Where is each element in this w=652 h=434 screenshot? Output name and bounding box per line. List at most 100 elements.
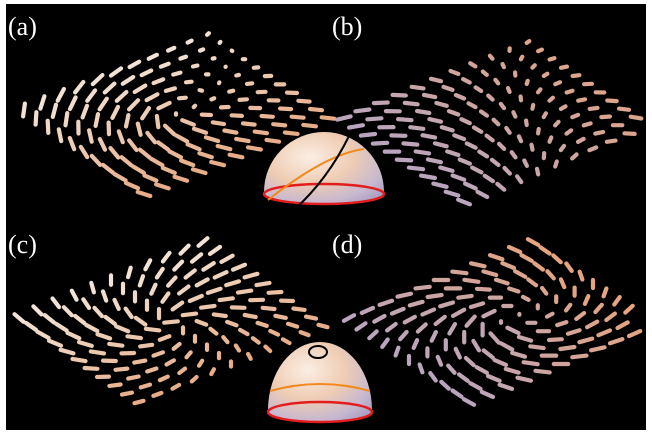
rod bbox=[72, 79, 86, 95]
rod bbox=[138, 382, 153, 390]
rod bbox=[235, 288, 254, 295]
rod bbox=[102, 81, 117, 95]
rod bbox=[82, 365, 100, 371]
rod bbox=[439, 379, 451, 391]
black-small-loop bbox=[308, 345, 328, 359]
rod bbox=[446, 108, 461, 117]
rod bbox=[151, 390, 164, 398]
rod bbox=[570, 73, 582, 79]
rod bbox=[604, 311, 618, 323]
rod bbox=[63, 110, 70, 128]
rod bbox=[497, 141, 507, 151]
rod bbox=[453, 92, 467, 101]
rod bbox=[151, 350, 165, 358]
rod bbox=[385, 321, 398, 333]
rod bbox=[88, 349, 107, 356]
rod bbox=[431, 181, 449, 189]
rod bbox=[142, 173, 159, 183]
rod bbox=[628, 114, 644, 121]
rod bbox=[179, 158, 196, 168]
rod bbox=[558, 277, 567, 290]
rod bbox=[97, 137, 108, 152]
rod bbox=[211, 312, 228, 319]
rod bbox=[493, 77, 501, 86]
rod bbox=[481, 308, 497, 319]
rod bbox=[574, 311, 587, 321]
rod bbox=[209, 367, 216, 377]
rod bbox=[626, 329, 643, 339]
panel-label-b: (b) bbox=[332, 12, 363, 41]
rod bbox=[398, 329, 409, 342]
rod bbox=[162, 319, 180, 325]
rod bbox=[234, 72, 241, 78]
rod bbox=[526, 277, 539, 288]
rod bbox=[453, 346, 462, 360]
rod bbox=[521, 360, 540, 367]
rod bbox=[120, 74, 136, 86]
rod bbox=[480, 69, 489, 78]
rod bbox=[445, 149, 461, 158]
rod bbox=[296, 98, 312, 104]
rod bbox=[55, 86, 67, 103]
rod bbox=[197, 151, 214, 160]
rod bbox=[157, 334, 172, 342]
rod bbox=[97, 96, 109, 112]
rod bbox=[84, 322, 100, 334]
rod bbox=[470, 165, 484, 175]
order-sphere-top bbox=[262, 132, 386, 211]
rod bbox=[450, 269, 469, 276]
panel-label-a: (a) bbox=[8, 12, 37, 41]
rod bbox=[464, 314, 477, 328]
rod bbox=[316, 322, 330, 330]
rod bbox=[78, 144, 90, 160]
panel-c-rods bbox=[12, 236, 330, 406]
rod bbox=[86, 128, 94, 144]
rod bbox=[510, 350, 528, 359]
rod bbox=[225, 319, 239, 328]
rod bbox=[425, 157, 443, 165]
rod bbox=[498, 341, 515, 352]
rod bbox=[298, 330, 311, 338]
rod bbox=[210, 120, 227, 127]
rod bbox=[468, 61, 478, 69]
rod bbox=[495, 181, 507, 192]
rod bbox=[207, 244, 223, 256]
panel-b-rods bbox=[335, 38, 644, 207]
rod bbox=[515, 375, 534, 383]
rod bbox=[335, 114, 353, 122]
rod bbox=[468, 301, 486, 310]
rod bbox=[505, 85, 512, 95]
rod bbox=[520, 294, 531, 302]
rod bbox=[482, 173, 495, 184]
rod bbox=[238, 327, 250, 337]
rod bbox=[160, 165, 177, 175]
rod bbox=[229, 113, 244, 119]
rod bbox=[116, 129, 125, 145]
rod bbox=[547, 95, 556, 103]
rod bbox=[187, 293, 204, 303]
rod bbox=[541, 71, 550, 79]
rod bbox=[481, 348, 495, 360]
rod bbox=[558, 344, 577, 352]
rod bbox=[462, 277, 481, 284]
rod bbox=[450, 173, 467, 182]
rod bbox=[593, 129, 606, 136]
rod bbox=[464, 141, 478, 150]
rod bbox=[114, 89, 129, 103]
rod bbox=[125, 334, 143, 341]
rod bbox=[457, 372, 470, 383]
rod bbox=[170, 300, 185, 312]
rod bbox=[107, 341, 125, 348]
rod bbox=[171, 70, 183, 77]
rod bbox=[570, 353, 589, 360]
rod bbox=[244, 81, 255, 87]
rod bbox=[132, 398, 146, 406]
rod bbox=[547, 55, 557, 62]
rod bbox=[137, 147, 152, 160]
rod bbox=[459, 117, 472, 126]
rod bbox=[21, 101, 27, 119]
rod bbox=[178, 243, 191, 256]
rod bbox=[535, 47, 545, 54]
rod bbox=[250, 336, 261, 345]
rod bbox=[447, 322, 458, 336]
